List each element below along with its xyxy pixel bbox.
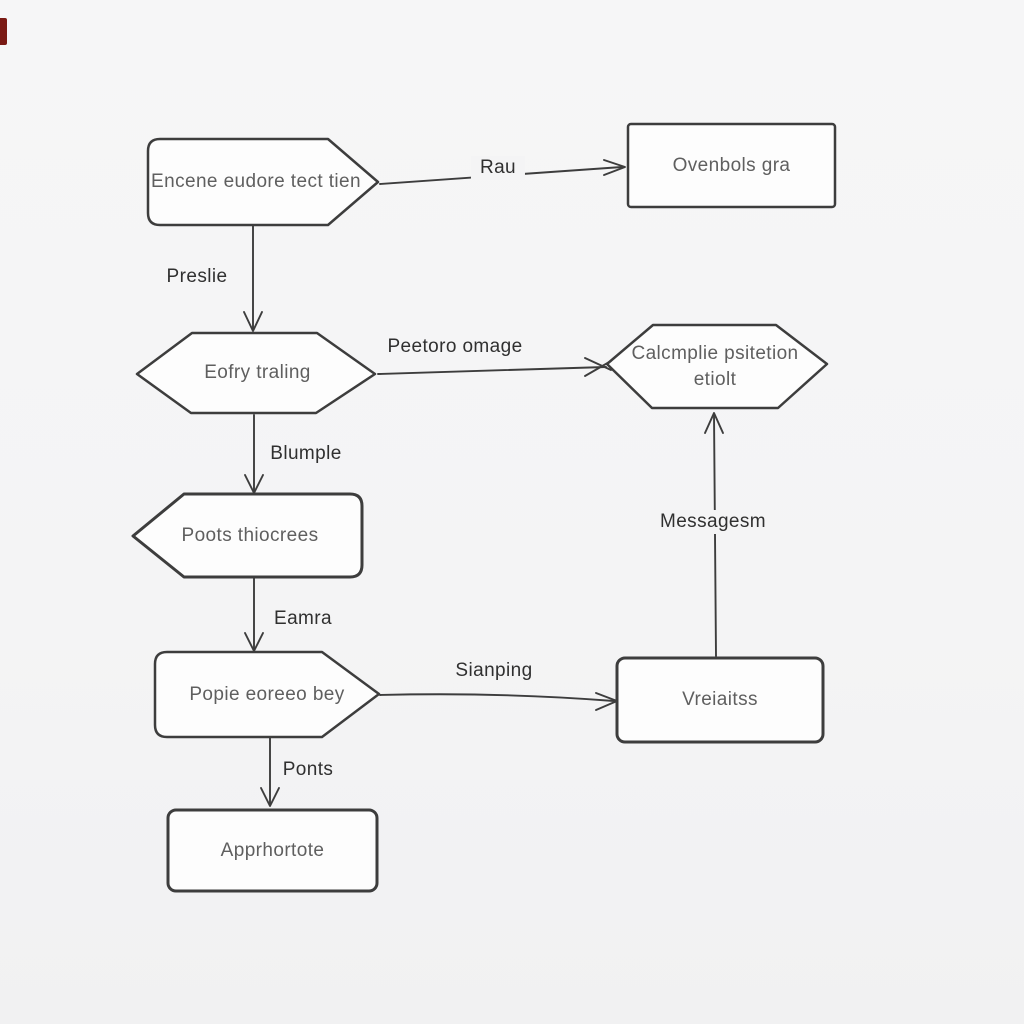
edge-hex-left-to-poots <box>244 414 264 494</box>
node-shape-poots <box>131 492 364 579</box>
node-shape-appr <box>166 808 379 893</box>
edge-start-to-overview <box>379 159 626 185</box>
node-shape-hex-left <box>135 331 377 415</box>
edge-hex-left-to-hex-right <box>377 357 612 377</box>
edge-poots-to-popie <box>244 577 264 652</box>
edge-vreiaitss-to-hex-right <box>704 412 724 657</box>
node-shape-popie <box>153 650 381 739</box>
node-shape-start <box>146 137 380 227</box>
edge-popie-to-appr <box>260 737 280 807</box>
edge-popie-to-vreiaitss <box>379 692 618 711</box>
red-edge-artifact <box>0 18 7 45</box>
node-shape-overview <box>626 122 837 209</box>
node-shape-hex-right <box>605 323 829 410</box>
edge-start-to-hex-left <box>243 225 263 332</box>
node-shape-vreiaitss <box>615 656 825 744</box>
